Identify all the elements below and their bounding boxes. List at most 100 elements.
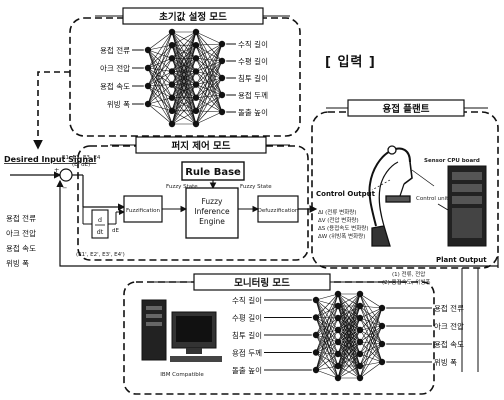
init-net-node-l2-n7 [192, 120, 200, 128]
init-net-node-l0-n3 [144, 100, 152, 108]
init-net-node-l3-n1 [218, 57, 226, 65]
summing-junction [59, 168, 73, 182]
init-net-node-l3-n2 [218, 74, 226, 82]
init-net-node-l2-n2 [192, 55, 200, 62]
mon-net-node-l2-n2 [356, 314, 364, 322]
left-input-speed: 용접 속도 [6, 244, 36, 253]
init-net-node-l1-n0 [168, 28, 176, 36]
init-net-right-label-0: 수직 길이 [238, 39, 268, 49]
mon-net-node-l0-n1 [312, 314, 320, 321]
mon-net-node-l0-n4 [312, 366, 320, 374]
mon-net-left-label-0: 수직 길이 [232, 295, 262, 305]
plant-output-item-4: ΔW (위빙폭 변화량) [318, 232, 365, 240]
computer-label: IBM Compatible [160, 372, 204, 378]
engine-line-3: Engine [199, 217, 225, 226]
mon-net-node-l1-n1 [334, 302, 342, 310]
fuzzy-module-title: 퍼지 제어 모드 [171, 140, 230, 152]
mon-net-node-l0-n2 [312, 331, 320, 339]
init-to-signal-arrow [33, 71, 70, 150]
sensor-board-label: Sensor CPU board [424, 158, 480, 164]
init-net-node-l3-n3 [218, 91, 226, 99]
svg-text:+: + [54, 166, 59, 174]
engine-line-1: Fuzzy [202, 197, 224, 206]
left-inputs: 용접 전류 아크 전압 용접 속도 위빙 폭 [6, 213, 36, 268]
control-output-label: Control Output [316, 190, 376, 198]
init-net-left-label-3: 위빙 폭 [107, 100, 130, 109]
init-net-left-label-2: 용접 속도 [100, 82, 130, 91]
plant-output-label: Plant Output [436, 256, 487, 264]
mon-net-node-l2-n3 [356, 326, 364, 334]
plant-title: 용접 플랜트 [382, 103, 429, 115]
init-net-node-l2-n3 [192, 68, 200, 75]
mon-net-node-l3-n3 [378, 358, 386, 366]
init-net-node-l2-n1 [192, 41, 200, 49]
init-net-node-l1-n5 [168, 94, 176, 101]
mon-net-node-l1-n5 [334, 350, 342, 358]
mon-net-node-l2-n4 [356, 338, 364, 346]
init-net-node-l0-n2 [144, 82, 152, 90]
init-net-node-l1-n3 [168, 68, 176, 75]
init-net-left-label-0: 용접 전류 [100, 45, 130, 55]
mon-net-left-label-1: 수평 길이 [232, 313, 262, 323]
init-net-node-l2-n4 [192, 81, 200, 88]
welding-robot-illustration [368, 145, 413, 247]
plant-output-item-1: ΔI (전류 변화량) [318, 208, 356, 216]
fuzzy-state-left: Fuzzy State [166, 184, 198, 190]
mon-net-node-l2-n7 [356, 374, 364, 382]
mon-net-node-l1-n2 [334, 314, 342, 322]
defuzzification-label: Defuzzification [258, 208, 299, 214]
mon-net-node-l3-n0 [378, 304, 386, 312]
left-input-voltage: 아크 전압 [6, 228, 36, 238]
mon-net-left-label-4: 돌출 높이 [232, 365, 262, 375]
engine-line-2: Inference [194, 207, 230, 216]
init-net-node-l0-n1 [144, 64, 152, 72]
init-net-right-label-2: 침투 길이 [238, 73, 268, 83]
plant-output-item-3: ΔS (용접속도 변화량) [318, 224, 368, 232]
svg-text:d: d [98, 216, 102, 224]
input-tag: [ 입력 ] [325, 55, 376, 70]
delta-sub: (E1', E2', E3', E4') [76, 252, 125, 258]
desired-signal-label: Desired Input Signal [4, 155, 96, 164]
mon-net-node-l2-n5 [356, 350, 364, 358]
inference-engine-block [185, 187, 239, 239]
fuzzy-state-right: Fuzzy State [240, 184, 272, 190]
mon-net-right-label-3: 위빙 폭 [434, 358, 457, 367]
init-net-node-l1-n4 [168, 81, 176, 88]
feedback-path [56, 179, 498, 267]
mon-net-right-label-0: 용접 전류 [434, 303, 464, 313]
init-net-right-label-4: 돌출 높이 [238, 107, 268, 117]
fuzzy-module: 퍼지 제어 모드 E1, E2, E3, E4 (E, dE) d dt dE … [62, 136, 309, 261]
mon-net-node-l2-n0 [356, 290, 364, 298]
error-vector-sub: (E, dE) [72, 162, 90, 168]
plant-output-item-2: ΔV (전압 변화량) [318, 216, 359, 224]
mon-net-node-l1-n6 [334, 362, 342, 370]
mon-net-node-l2-n1 [356, 302, 364, 310]
init-net-left-label-1: 아크 전압 [100, 63, 130, 73]
init-net-node-l2-n6 [192, 107, 200, 115]
mon-net-node-l1-n0 [334, 290, 342, 298]
computer-illustration [141, 299, 222, 362]
init-net-node-l0-n0 [144, 46, 152, 54]
plant-module: 용접 플랜트 Control Output ΔI (전류 변화량) ΔV (전압… [311, 99, 499, 269]
delta-label: dE [112, 228, 119, 234]
mon-net-right-label-2: 용접 속도 [434, 340, 464, 349]
mon-net-right-label-1: 아크 전압 [434, 321, 464, 331]
mon-net-node-l1-n7 [334, 374, 342, 382]
mon-net-node-l1-n3 [334, 326, 342, 334]
init-net-node-l1-n2 [168, 55, 176, 62]
init-net-node-l3-n0 [218, 40, 226, 48]
fuzzification-label: Fuzzification [126, 208, 161, 214]
init-net-node-l1-n1 [168, 41, 176, 49]
mon-net-node-l1-n4 [334, 338, 342, 346]
init-net-node-l3-n4 [218, 108, 226, 116]
control-unit-label: Control unit [416, 196, 449, 202]
init-net-node-l2-n5 [192, 94, 200, 101]
init-net-right-label-1: 수평 길이 [238, 56, 268, 66]
error-vector-label: E1, E2, E3, E4 [62, 155, 101, 161]
mon-net-left-label-2: 침투 길이 [232, 330, 262, 340]
mon-net-node-l0-n0 [312, 296, 320, 304]
mon-net-left-label-3: 용접 두께 [232, 349, 262, 358]
init-net-node-l1-n7 [168, 120, 176, 128]
